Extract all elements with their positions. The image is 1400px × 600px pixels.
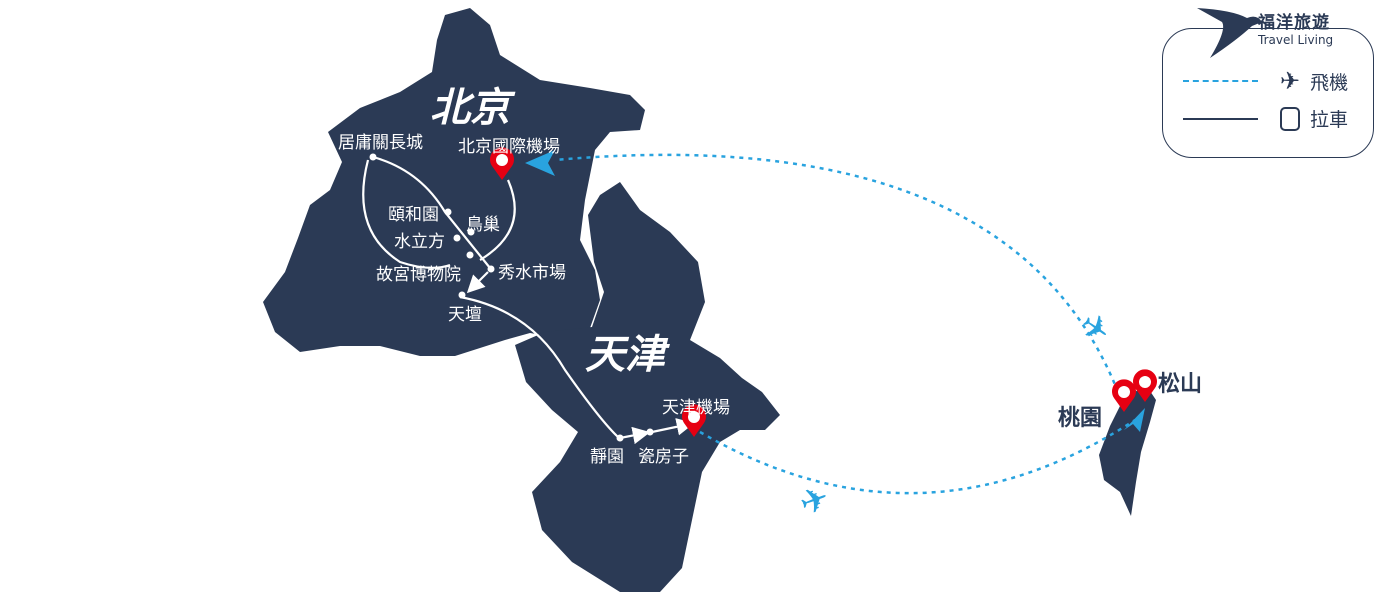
brand-name-en: Travel Living xyxy=(1258,33,1334,47)
arrow-to-taiwan xyxy=(1124,408,1145,432)
legend: ✈ 飛機 拉車 xyxy=(1162,28,1374,158)
place-label: 故宮博物院 xyxy=(376,265,461,285)
beijing-region xyxy=(263,8,645,356)
place-label: 水立方 xyxy=(394,232,445,252)
place-label: 秀水市場 xyxy=(498,263,566,283)
place-label: 靜園 xyxy=(590,447,624,467)
bus-icon xyxy=(1280,106,1300,131)
place-label: 頤和園 xyxy=(388,205,439,225)
place-label: 天津機場 xyxy=(662,398,730,418)
brand-name-zh: 福洋旅遊 xyxy=(1258,13,1330,33)
airplane-icon: ✈ xyxy=(794,478,834,525)
pin-icon xyxy=(682,404,706,437)
route-stops xyxy=(369,153,654,442)
place-label: 鳥巢 xyxy=(466,215,500,235)
brand-logo: 福洋旅遊 Travel Living xyxy=(1258,8,1333,47)
bus-routes xyxy=(362,155,695,445)
legend-flight-label: 飛機 xyxy=(1310,71,1349,94)
flight-line-sample xyxy=(1183,80,1258,82)
pin-icon xyxy=(490,147,514,180)
region-label-beijing: 北京 xyxy=(430,85,510,131)
airplane-icon: ✈ xyxy=(1072,304,1118,353)
place-label: 居庸關長城 xyxy=(338,133,423,153)
pin-icon xyxy=(1112,379,1136,412)
arrow-to-beijing xyxy=(525,150,555,176)
bus-line-sample xyxy=(1183,117,1258,120)
place-label: 北京國際機場 xyxy=(458,137,560,157)
region-label-tianjin: 天津 xyxy=(585,332,665,378)
place-label-songshan: 松山 xyxy=(1158,372,1203,397)
tianjin-region xyxy=(515,182,780,592)
place-label: 天壇 xyxy=(448,305,482,325)
airplane-icon: ✈ xyxy=(1280,67,1301,95)
place-label: 瓷房子 xyxy=(638,447,689,467)
legend-bus-label: 拉車 xyxy=(1310,109,1349,131)
place-label-taoyuan: 桃園 xyxy=(1058,406,1103,431)
eagle-logo-icon xyxy=(1197,8,1262,58)
pin-icon xyxy=(1133,369,1157,402)
flight-routes xyxy=(554,153,1136,495)
